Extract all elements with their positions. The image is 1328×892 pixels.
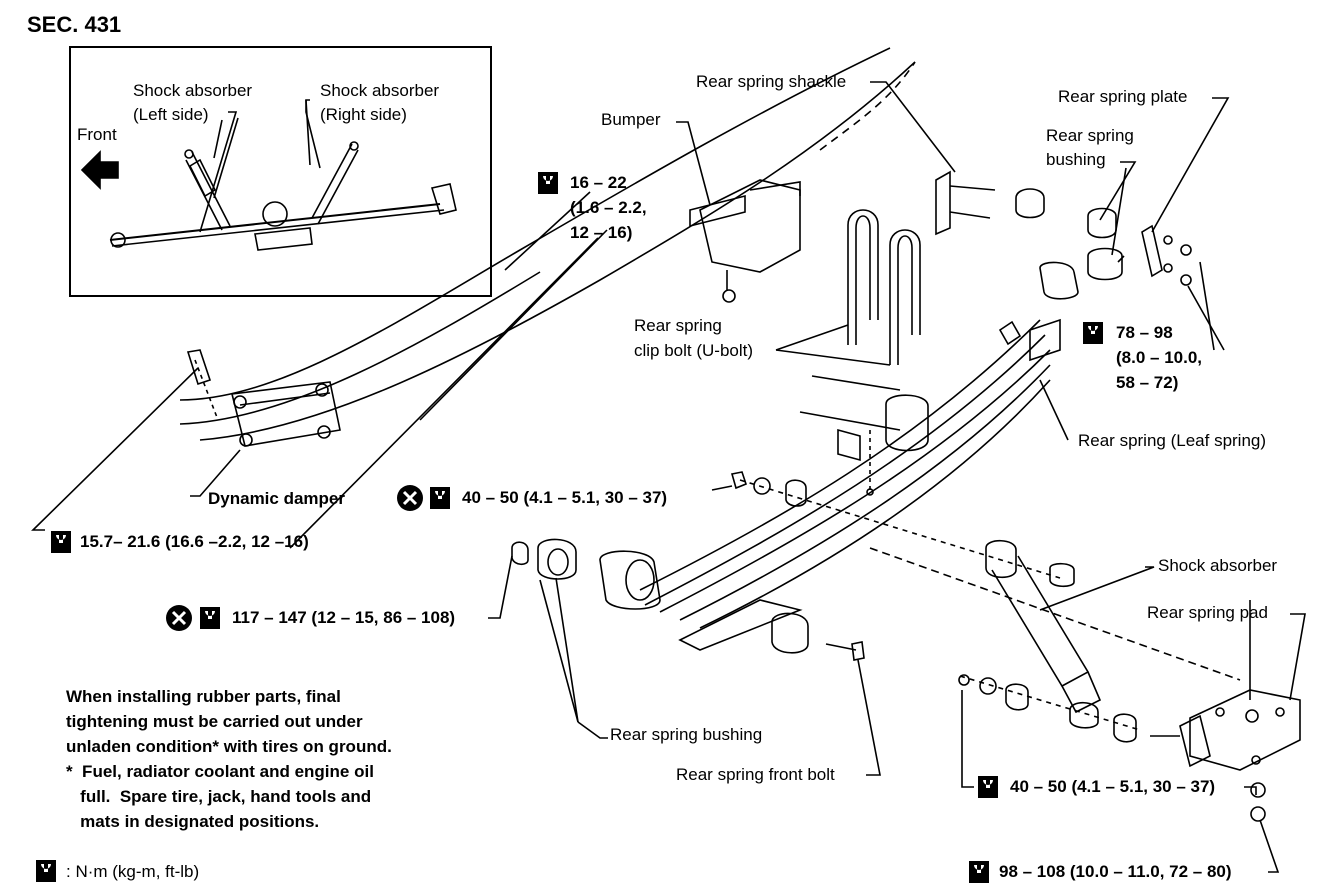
bumper-part	[699, 179, 801, 273]
torque-icon	[1083, 322, 1103, 344]
torque-shackle-line1: 78 – 98	[1116, 323, 1173, 342]
label-rear-spring-plate: Rear spring plate	[1058, 87, 1188, 106]
torque-shackle-line3: 58 – 72)	[1116, 373, 1179, 392]
spring-plate	[1141, 224, 1163, 278]
label-shock-absorber: Shock absorber	[1158, 556, 1278, 575]
torque-shock-upper: 40 – 50 (4.1 – 5.1, 30 – 37)	[462, 488, 668, 507]
torque-pad-nut: 98 – 108 (10.0 – 11.0, 72 – 80)	[999, 862, 1232, 881]
leaf-spring	[639, 319, 1041, 591]
inset-front-label: Front	[77, 125, 117, 144]
no-reuse-icon	[397, 485, 423, 511]
torque-damper: 15.7– 21.6 (16.6 –2.2, 12 –16)	[80, 532, 309, 551]
leader	[870, 81, 956, 173]
label-dynamic-damper: Dynamic damper	[208, 489, 345, 508]
label-rear-spring-shackle: Rear spring shackle	[696, 72, 847, 91]
label-leaf-spring: Rear spring (Leaf spring)	[1078, 431, 1267, 450]
front-arrow-icon	[80, 150, 119, 190]
label-rear-spring-pad: Rear spring pad	[1147, 603, 1268, 622]
shackle-part	[935, 170, 951, 236]
note-line: tightening must be carried out under	[66, 712, 363, 731]
torque-icon	[51, 531, 71, 553]
torque-icon	[538, 172, 558, 194]
dynamic-damper	[231, 381, 341, 447]
section-title: SEC. 431	[27, 12, 122, 37]
note-line: * Fuel, radiator coolant and engine oil	[66, 762, 374, 781]
legend-units: : N·m (kg-m, ft-lb)	[66, 862, 200, 881]
note-line: mats in designated positions.	[66, 812, 320, 831]
installation-note: When installing rubber parts, final tigh…	[66, 684, 392, 834]
torque-shock-lower: 40 – 50 (4.1 – 5.1, 30 – 37)	[1010, 777, 1216, 796]
torque-icon	[430, 487, 450, 509]
torque-shackle-line2: (8.0 – 10.0,	[1116, 348, 1203, 367]
shock-absorber-part	[985, 539, 1017, 579]
inset-shock-left-line1: Shock absorber	[133, 81, 253, 100]
inset-shock-right-line2: (Right side)	[320, 105, 407, 124]
label-bumper: Bumper	[601, 110, 661, 129]
torque-bumper-line3: 12 – 16)	[570, 223, 633, 242]
torque-bumper-line2: (1.6 – 2.2,	[570, 198, 647, 217]
torque-icon	[36, 860, 56, 882]
torque-icon	[978, 776, 998, 798]
label-clip-bolt-line1: Rear spring	[634, 316, 722, 335]
inset-shock-left-line2: (Left side)	[133, 105, 209, 124]
torque-front-bolt: 117 – 147 (12 – 15, 86 – 108)	[232, 608, 456, 627]
inset-shock-right-line1: Shock absorber	[320, 81, 440, 100]
torque-icon	[200, 607, 220, 629]
no-reuse-icon	[166, 605, 192, 631]
inset-drawing	[80, 99, 457, 251]
torque-icon	[969, 861, 989, 883]
u-bolt	[847, 209, 879, 345]
label-rear-spring-front-bolt: Rear spring front bolt	[676, 765, 835, 784]
torque-bumper-line1: 16 – 22	[570, 173, 627, 192]
label-rear-spring-bushing-bottom: Rear spring bushing	[610, 725, 763, 744]
label-rear-spring-bushing-top-line1: Rear spring	[1046, 126, 1134, 145]
note-line: full. Spare tire, jack, hand tools and	[66, 787, 372, 806]
note-line: unladen condition* with tires on ground.	[66, 737, 392, 756]
label-rear-spring-bushing-top-line2: bushing	[1046, 150, 1106, 169]
label-clip-bolt-line2: clip bolt (U-bolt)	[634, 341, 754, 360]
inset-frame	[69, 46, 492, 297]
note-line: When installing rubber parts, final	[66, 687, 341, 706]
